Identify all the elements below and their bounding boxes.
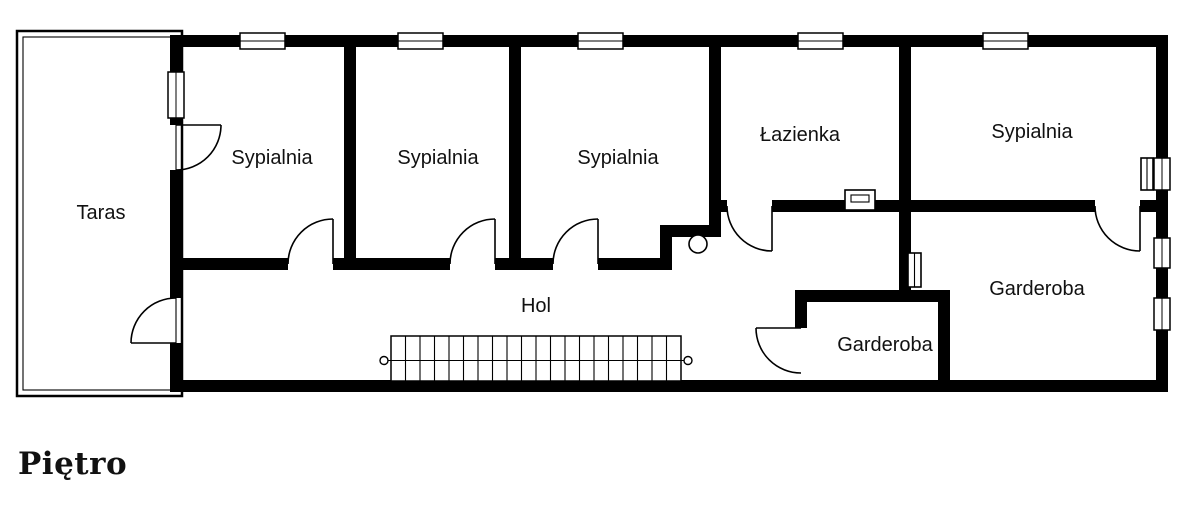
toilet-fixture-detail [850, 194, 870, 203]
wall-segment [443, 35, 578, 47]
wall-segment [660, 225, 721, 237]
wall-segment [1140, 200, 1156, 212]
door-swing-arc [175, 124, 222, 171]
door-sypialnia-1 [287, 218, 334, 265]
floor-title: Piętro [18, 446, 127, 482]
wall-segment [1156, 268, 1168, 298]
door-taras [130, 297, 177, 344]
wall-segment [598, 258, 672, 270]
door-garderoba-small [755, 327, 802, 374]
stair-treads [404, 336, 668, 381]
fixtures [688, 157, 1154, 288]
door-garderoba-large [1094, 205, 1141, 252]
room-label-sypialnia-3: Sypialnia [577, 147, 659, 169]
door-sypialnia-2 [449, 218, 496, 265]
room-labels: Taras Sypialnia Sypialnia Sypialnia Łazi… [77, 121, 1086, 356]
wall-segment [1156, 330, 1168, 392]
wall-segment [1156, 190, 1168, 238]
door-swing-arc [130, 297, 177, 344]
door-swing-arc [1094, 205, 1141, 252]
door-swing-arc [552, 218, 599, 265]
wall-segment [709, 47, 721, 237]
window [1153, 237, 1171, 269]
window [797, 32, 844, 50]
window [1153, 157, 1171, 191]
wall-segment [182, 258, 288, 270]
doors [130, 124, 1141, 374]
wall-segment [623, 35, 798, 47]
staircase [379, 335, 693, 382]
room-label-garderoba-small: Garderoba [837, 334, 933, 356]
wall-segment [170, 170, 182, 298]
wall-segment [285, 35, 398, 47]
door-swing-arc [449, 218, 496, 265]
wall-segment [709, 200, 727, 212]
wall-segment [843, 35, 983, 47]
room-label-sypialnia-1: Sypialnia [231, 147, 313, 169]
wall-segment [1156, 35, 1168, 158]
wall-segment [495, 258, 553, 270]
room-label-hol: Hol [521, 295, 551, 317]
wall-segment [772, 200, 1095, 212]
window [1153, 297, 1171, 331]
window [397, 32, 444, 50]
wall-segment [333, 258, 450, 270]
handrail-post [683, 355, 693, 366]
room-label-taras: Taras [77, 202, 126, 224]
handrail-post [379, 355, 389, 366]
door-lazienka [726, 205, 773, 252]
door-sypialnia-3 [552, 218, 599, 265]
wall-segment [938, 302, 950, 386]
windows [167, 32, 1171, 331]
window [577, 32, 624, 50]
wall-segment [344, 47, 356, 270]
wall-segment [509, 47, 521, 270]
toilet-fixture [844, 189, 876, 211]
wall-segment [795, 290, 950, 302]
sink-fixture [688, 234, 708, 254]
wall-segment [1028, 35, 1168, 47]
room-label-sypialnia-4: Sypialnia [991, 121, 1073, 143]
room-label-lazienka: Łazienka [760, 124, 841, 146]
door-swing-arc [726, 205, 773, 252]
wall-segment [170, 380, 1168, 392]
door-swing-arc [287, 218, 334, 265]
wall-segment [170, 35, 240, 47]
door-swing-arc [755, 327, 802, 374]
wall-segment [899, 47, 911, 302]
window [239, 32, 286, 50]
wall-segment [170, 118, 182, 125]
room-label-garderoba-large: Garderoba [989, 278, 1085, 300]
room-label-sypialnia-2: Sypialnia [397, 147, 479, 169]
window [167, 71, 185, 119]
door-taras-sypialnia [175, 124, 222, 171]
window [982, 32, 1029, 50]
wall-segment [170, 343, 182, 392]
wall-segment [170, 35, 182, 72]
walls [170, 35, 1168, 392]
